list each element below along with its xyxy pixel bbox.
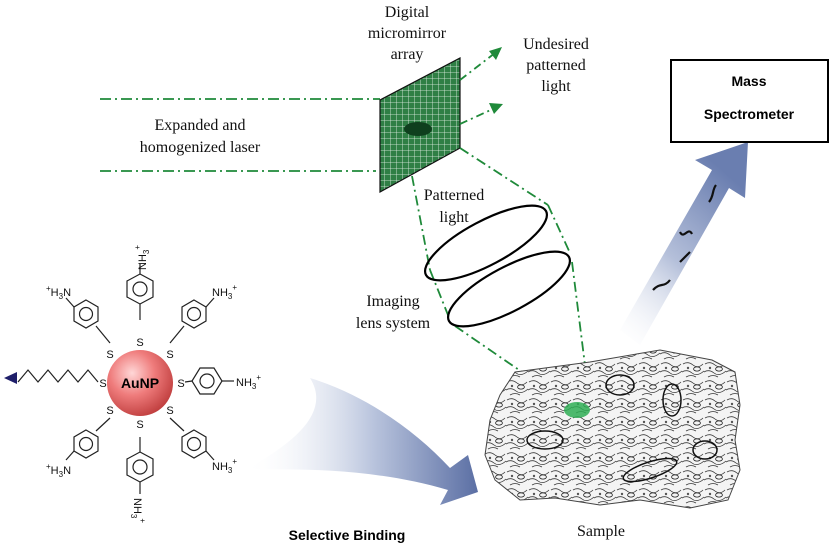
dmd-label-line3: array (391, 46, 424, 63)
undesired-label-line3: light (541, 78, 571, 95)
laser-label-line2: homogenized laser (140, 139, 261, 156)
svg-text:NH3+: NH3+ (133, 245, 151, 270)
selective-binding-arrow (245, 378, 478, 505)
mass-spec-arrow (620, 142, 748, 345)
svg-text:NH3+: NH3+ (236, 373, 261, 391)
benzene-ring-bottom-right (169, 417, 215, 461)
svg-text:NH3+: NH3+ (129, 498, 147, 523)
patterned-label-line2: light (439, 209, 469, 226)
amine-top: NH3+ (133, 245, 151, 270)
undesired-label-line1: Undesired (523, 36, 589, 53)
mass-spectrometer-box: Mass Spectrometer (670, 59, 829, 143)
sulfur-left: S (99, 378, 106, 390)
svg-text:+H3N: +H3N (46, 284, 71, 301)
sulfur-bottom-right: S (166, 405, 173, 417)
benzene-ring-bottom-left (65, 417, 111, 461)
micromirror-array (379, 57, 461, 194)
svg-text:NH3+: NH3+ (212, 283, 237, 301)
tail-arrowhead (4, 372, 17, 384)
svg-text:+H3N: +H3N (46, 462, 71, 479)
aunp-core (107, 350, 173, 416)
amine-right: NH3+ (236, 373, 261, 391)
mass-label-line2: Spectrometer (704, 106, 795, 122)
sulfur-bottom: S (136, 419, 143, 431)
lens-lower (446, 250, 572, 328)
undesired-label-line2: patterned (526, 57, 586, 74)
sample-tissue (484, 349, 741, 509)
sample-label: Sample (577, 523, 625, 540)
imaging-label-line2: lens system (356, 315, 431, 332)
aunp-nanoparticle: AuNP (4, 264, 234, 494)
benzene-ring-top-right (169, 297, 215, 344)
dmd-label-line1: Digital (385, 4, 430, 21)
sulfur-bottom-left: S (106, 405, 113, 417)
benzene-ring-top-left (65, 297, 111, 344)
sulfur-top: S (136, 337, 143, 349)
sulfur-atoms: S S S S S S S S (99, 337, 184, 431)
amine-bottom: NH3+ (129, 498, 147, 523)
patterned-label-line1: Patterned (424, 187, 484, 204)
imaging-label-line1: Imaging (366, 293, 419, 310)
svg-text:NH3+: NH3+ (212, 457, 237, 475)
mirror-active-spot (404, 122, 432, 136)
imaging-lenses (423, 204, 572, 328)
benzene-ring-right (184, 367, 234, 395)
sulfur-right: S (177, 378, 184, 390)
selective-binding-label: Selective Binding (289, 527, 406, 543)
aunp-label: AuNP (121, 375, 159, 391)
laser-beam (100, 98, 380, 172)
amine-groups: NH3+ +H3N NH3+ NH3+ +H3N NH3+ NH3+ (46, 245, 261, 524)
dmd-label-line2: micromirror (368, 25, 447, 42)
amine-bottom-left: +H3N (46, 462, 71, 479)
benzene-ring-top (126, 264, 154, 320)
sample-highlighted-region (564, 402, 590, 418)
benzene-ring-bottom (126, 437, 154, 494)
diagram-labels: Digital micromirror array Undesired patt… (140, 4, 625, 543)
laser-label-line1: Expanded and (154, 117, 245, 134)
sulfur-top-left: S (106, 349, 113, 361)
amine-top-right: NH3+ (212, 283, 237, 301)
amine-top-left: +H3N (46, 284, 71, 301)
sulfur-top-right: S (166, 349, 173, 361)
undesired-light-arrows (459, 47, 503, 125)
lens-upper (423, 204, 549, 282)
mass-label-line1: Mass (731, 73, 766, 89)
amine-bottom-right: NH3+ (212, 457, 237, 475)
